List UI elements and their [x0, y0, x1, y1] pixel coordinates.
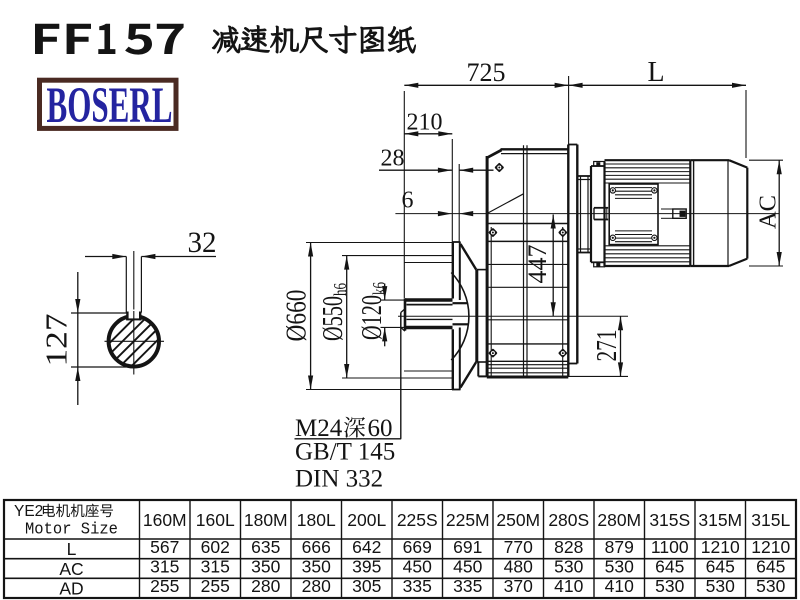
- svg-text:YE2: YE2: [14, 503, 43, 520]
- svg-text:567: 567: [150, 537, 179, 557]
- svg-text:395: 395: [352, 557, 381, 577]
- svg-text:L: L: [647, 57, 664, 88]
- svg-text:530: 530: [706, 576, 735, 596]
- svg-text:645: 645: [706, 557, 735, 577]
- svg-text:315: 315: [201, 557, 230, 577]
- svg-text:AC: AC: [755, 195, 782, 229]
- svg-text:1210: 1210: [751, 537, 790, 557]
- svg-text:L: L: [67, 539, 77, 559]
- svg-text:160M: 160M: [143, 510, 187, 530]
- svg-text:530: 530: [756, 576, 785, 596]
- svg-text:315M: 315M: [698, 510, 742, 530]
- svg-text:666: 666: [302, 537, 331, 557]
- svg-text:127: 127: [39, 314, 74, 367]
- svg-text:480: 480: [504, 557, 533, 577]
- svg-text:1210: 1210: [701, 537, 740, 557]
- svg-text:350: 350: [251, 557, 280, 577]
- svg-text:225M: 225M: [446, 510, 490, 530]
- svg-text:AD: AD: [59, 579, 83, 599]
- svg-text:350: 350: [302, 557, 331, 577]
- svg-text:530: 530: [605, 557, 634, 577]
- svg-text:280S: 280S: [548, 510, 589, 530]
- svg-text:DIN 332: DIN 332: [295, 466, 383, 493]
- svg-text:691: 691: [453, 537, 482, 557]
- svg-text:271: 271: [592, 330, 623, 362]
- svg-text:530: 530: [655, 576, 684, 596]
- svg-text:879: 879: [605, 537, 634, 557]
- svg-text:210: 210: [407, 110, 443, 136]
- svg-text:315S: 315S: [649, 510, 690, 530]
- svg-text:255: 255: [201, 576, 230, 596]
- svg-text:530: 530: [554, 557, 583, 577]
- svg-text:410: 410: [554, 576, 583, 596]
- svg-text:315L: 315L: [751, 510, 790, 530]
- svg-text:335: 335: [453, 576, 482, 596]
- svg-text:770: 770: [504, 537, 533, 557]
- svg-text:450: 450: [403, 557, 432, 577]
- svg-text:BOSERL: BOSERL: [47, 78, 173, 134]
- svg-text:450: 450: [453, 557, 482, 577]
- svg-text:828: 828: [554, 537, 583, 557]
- svg-text:305: 305: [352, 576, 381, 596]
- svg-text:280: 280: [302, 576, 331, 596]
- svg-text:370: 370: [504, 576, 533, 596]
- svg-text:642: 642: [352, 537, 381, 557]
- svg-text:315: 315: [150, 557, 179, 577]
- svg-text:M24: M24: [295, 415, 343, 442]
- svg-text:32: 32: [188, 226, 217, 259]
- svg-text:280M: 280M: [597, 510, 641, 530]
- svg-text:335: 335: [403, 576, 432, 596]
- svg-text:1100: 1100: [651, 537, 689, 557]
- svg-text:180L: 180L: [297, 510, 336, 530]
- svg-text:410: 410: [605, 576, 634, 596]
- svg-text:6: 6: [402, 188, 414, 214]
- svg-text:280: 280: [251, 576, 280, 596]
- svg-text:725: 725: [467, 58, 506, 87]
- svg-text:60: 60: [368, 415, 393, 442]
- svg-text:200L: 200L: [347, 510, 386, 530]
- svg-text:28: 28: [381, 146, 405, 172]
- svg-text:255: 255: [150, 576, 179, 596]
- svg-text:GB/T 145: GB/T 145: [295, 439, 395, 466]
- svg-text:635: 635: [251, 537, 280, 557]
- svg-text:447: 447: [523, 245, 552, 284]
- svg-text:669: 669: [403, 537, 432, 557]
- svg-text:160L: 160L: [196, 510, 235, 530]
- svg-text:180M: 180M: [244, 510, 288, 530]
- svg-text:Motor Size: Motor Size: [25, 520, 118, 539]
- svg-text:225S: 225S: [397, 510, 438, 530]
- svg-text:645: 645: [655, 557, 684, 577]
- svg-text:645: 645: [756, 557, 785, 577]
- svg-text:250M: 250M: [496, 510, 540, 530]
- svg-text:602: 602: [201, 537, 230, 557]
- svg-text:Ø660: Ø660: [282, 290, 313, 342]
- svg-text:AC: AC: [59, 559, 83, 579]
